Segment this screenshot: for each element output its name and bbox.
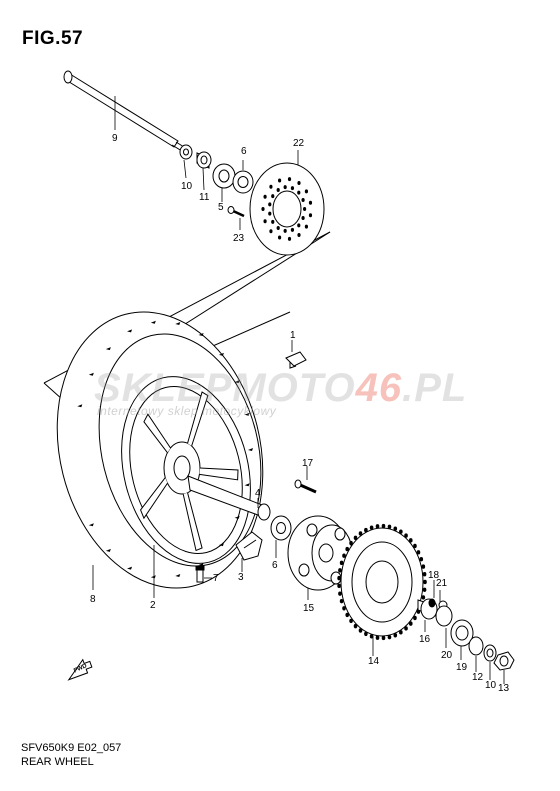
part-label-24[interactable]: 13 <box>498 683 510 694</box>
part-label-17[interactable]: 18 <box>428 570 440 581</box>
axle-part[interactable] <box>63 70 185 152</box>
part-label-12[interactable]: 7 <box>213 573 219 584</box>
brake-disc[interactable] <box>249 162 325 256</box>
part-label-14[interactable]: 2 <box>150 600 156 611</box>
part-label-6[interactable]: 23 <box>233 233 245 244</box>
sprocket-side-spacers[interactable] <box>417 598 515 671</box>
sprocket-mounting-drum[interactable] <box>287 515 353 591</box>
rear-tire[interactable] <box>29 290 291 610</box>
part-label-9[interactable]: 4 <box>255 488 261 499</box>
diagram-name: REAR WHEEL <box>21 756 94 768</box>
part-label-23[interactable]: 10 <box>485 680 497 691</box>
balance-weight[interactable] <box>285 351 307 369</box>
part-label-10[interactable]: 6 <box>272 560 278 571</box>
diagram-code: SFV650K9 E02_057 <box>21 742 122 754</box>
part-label-16[interactable]: 14 <box>368 656 380 667</box>
leader-lines <box>92 96 505 684</box>
disc-bolt[interactable] <box>227 206 245 218</box>
part-label-3[interactable]: 6 <box>241 146 247 157</box>
part-label-15[interactable]: 15 <box>303 603 315 614</box>
part-label-21[interactable]: 19 <box>456 662 468 673</box>
part-label-8[interactable]: 17 <box>302 458 314 469</box>
bearing-upper[interactable] <box>212 163 254 194</box>
figure-title: FIG.57 <box>22 28 84 49</box>
forward-label: FWD <box>73 663 89 674</box>
bearing-lower[interactable] <box>270 515 292 541</box>
washer-upper[interactable] <box>179 144 193 160</box>
forward-arrow-icon <box>67 658 93 681</box>
part-label-1[interactable]: 10 <box>181 181 193 192</box>
part-label-22[interactable]: 12 <box>472 672 484 683</box>
wheel-rim[interactable] <box>103 363 269 577</box>
spacer-upper[interactable] <box>196 151 212 169</box>
tire-valve[interactable] <box>195 565 205 583</box>
hub-damper[interactable] <box>235 531 263 561</box>
part-label-20[interactable]: 20 <box>441 650 453 661</box>
part-label-0[interactable]: 9 <box>112 133 118 144</box>
part-label-4[interactable]: 5 <box>218 202 224 213</box>
part-label-11[interactable]: 3 <box>238 572 244 583</box>
watermark-logo: SKLEPMOTO46.PL <box>94 366 468 410</box>
part-label-19[interactable]: 16 <box>419 634 431 645</box>
rear-sprocket[interactable] <box>337 523 427 641</box>
part-label-2[interactable]: 11 <box>199 192 210 203</box>
part-label-18[interactable]: 21 <box>436 578 448 589</box>
part-label-5[interactable]: 22 <box>293 138 305 149</box>
watermark-subtitle: internetowy sklep motocyklowy <box>97 404 277 418</box>
part-label-13[interactable]: 8 <box>90 594 96 605</box>
sprocket-mount-bolt[interactable] <box>294 479 317 494</box>
hub-spacer[interactable] <box>187 475 271 521</box>
part-label-7[interactable]: 1 <box>290 330 296 341</box>
